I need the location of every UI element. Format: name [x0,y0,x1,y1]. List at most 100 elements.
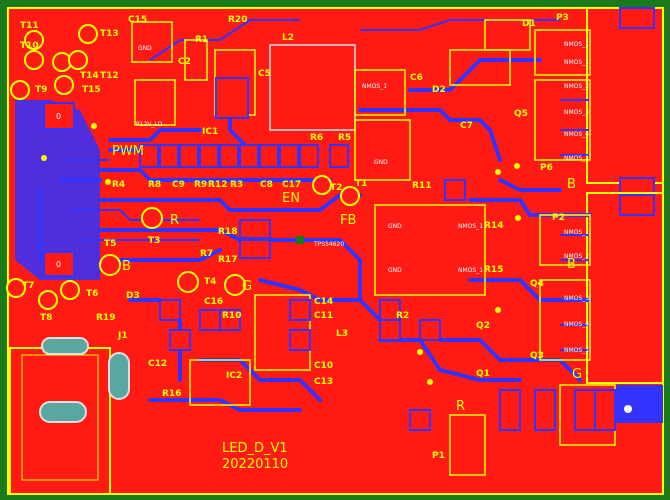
label-Q3: Q3 [530,351,544,361]
label-R10: R10 [222,311,241,321]
label-r-right: R [456,399,465,414]
pad-left-0b [43,251,75,277]
label-nmos-2: NMOS_1 [564,41,589,48]
label-P3: P3 [556,13,569,23]
label-T13: T13 [100,29,119,39]
label-p12v: P12V_LD [136,121,163,128]
board-title: LED_D_V1 [222,441,288,456]
label-T8: T8 [40,313,52,323]
label-R7: R7 [200,249,213,259]
left-ground-plane [15,100,100,280]
label-nmos-11: NMOS_4 [564,321,589,328]
label-R15: R15 [484,265,503,275]
label-D1: D1 [522,19,536,29]
jack-slot-3 [39,401,87,423]
label-Q4: Q4 [530,279,544,289]
label-P2: P2 [552,213,565,223]
label-nmos-12: NMOS_1 [564,347,589,354]
pad-left-0 [43,102,75,130]
label-R18: R18 [218,227,237,237]
label-C5: C5 [258,69,271,79]
label-nmos-9: NMOS_2 [564,253,589,260]
label-L3: L3 [336,329,348,339]
label-fb: FB [340,213,356,228]
test-points [6,24,360,310]
label-C2: C2 [178,57,191,67]
label-nmos-13: NMOS_1 [458,223,483,230]
label-gnd-3: GND [388,223,402,230]
label-nmos-1: NMOS_1 [362,83,387,90]
label-nmos-3: NMOS_1 [564,59,589,66]
label-nmos-6: NMOS_4 [564,131,589,138]
label-T5: T5 [104,239,116,249]
label-IC1: IC1 [202,127,218,137]
label-nmos-7: NMOS_1 [564,155,589,162]
label-pwm: PWM [112,144,144,159]
label-T10: T10 [20,41,39,51]
label-C14: C14 [314,297,333,307]
label-R1: R1 [195,35,208,45]
label-Q5: Q5 [514,109,528,119]
label-pad-0b: 0 [56,260,61,269]
connector-p3-pads [586,7,664,184]
label-pad-0a: 0 [56,112,61,121]
label-R9: R9 [194,180,207,190]
label-J1: J1 [117,331,128,341]
label-gnd-4: GND [388,267,402,274]
label-nmos-8: NMOS_1 [564,229,589,236]
label-IC2: IC2 [226,371,242,381]
pad-bottom-right [615,385,663,423]
label-b-left: B [122,259,131,274]
connector-p2-outline [586,192,664,384]
pad-top-right [619,7,655,29]
label-C15: C15 [128,15,147,25]
label-T1: T1 [355,179,367,189]
label-R14: R14 [484,221,503,231]
board-date: 20220110 [222,457,288,472]
label-T3: T3 [148,236,160,246]
label-C13: C13 [314,377,333,387]
label-C6: C6 [410,73,423,83]
label-T15: T15 [82,85,101,95]
tps54620-marker [296,236,304,244]
label-T7: T7 [22,281,34,291]
vias [41,123,521,385]
label-g-right: G [572,367,582,382]
label-C11: C11 [314,311,333,321]
label-b-right2: B [567,257,576,272]
via-bottom-right [624,405,632,413]
label-D3: D3 [126,291,140,301]
label-gnd-1: GND [138,45,152,52]
label-R11: R11 [412,181,431,191]
label-tps54620: TPS54620 [313,241,344,248]
label-R6: R6 [310,133,323,143]
label-T11: T11 [20,21,39,31]
label-C12: C12 [148,359,167,369]
label-r-left: R [170,213,179,228]
label-C16: C16 [204,297,223,307]
label-gnd-2: GND [374,159,388,166]
label-T4: T4 [204,277,216,287]
label-L2: L2 [282,33,294,43]
label-nmos-14: NMOS_1 [458,267,483,274]
label-T12: T12 [100,71,119,81]
label-R8: R8 [148,180,161,190]
label-T9: T9 [35,85,47,95]
jack-slot-2 [108,352,130,400]
label-R17: R17 [218,255,237,265]
label-R2: R2 [396,311,409,321]
label-R19: R19 [96,313,115,323]
label-P6: P6 [540,163,553,173]
label-C10: C10 [314,361,333,371]
label-D2: D2 [432,85,446,95]
label-C7: C7 [460,121,473,131]
pad-right-b2 [619,194,655,216]
label-R12: R12 [208,180,227,190]
thin-traces [60,19,590,351]
label-R5: R5 [338,133,351,143]
label-C17: C17 [282,180,301,190]
ic1-chip [215,77,249,119]
label-T14: T14 [80,71,99,81]
label-Q1: Q1 [476,369,490,379]
label-T2: T2 [330,183,342,193]
